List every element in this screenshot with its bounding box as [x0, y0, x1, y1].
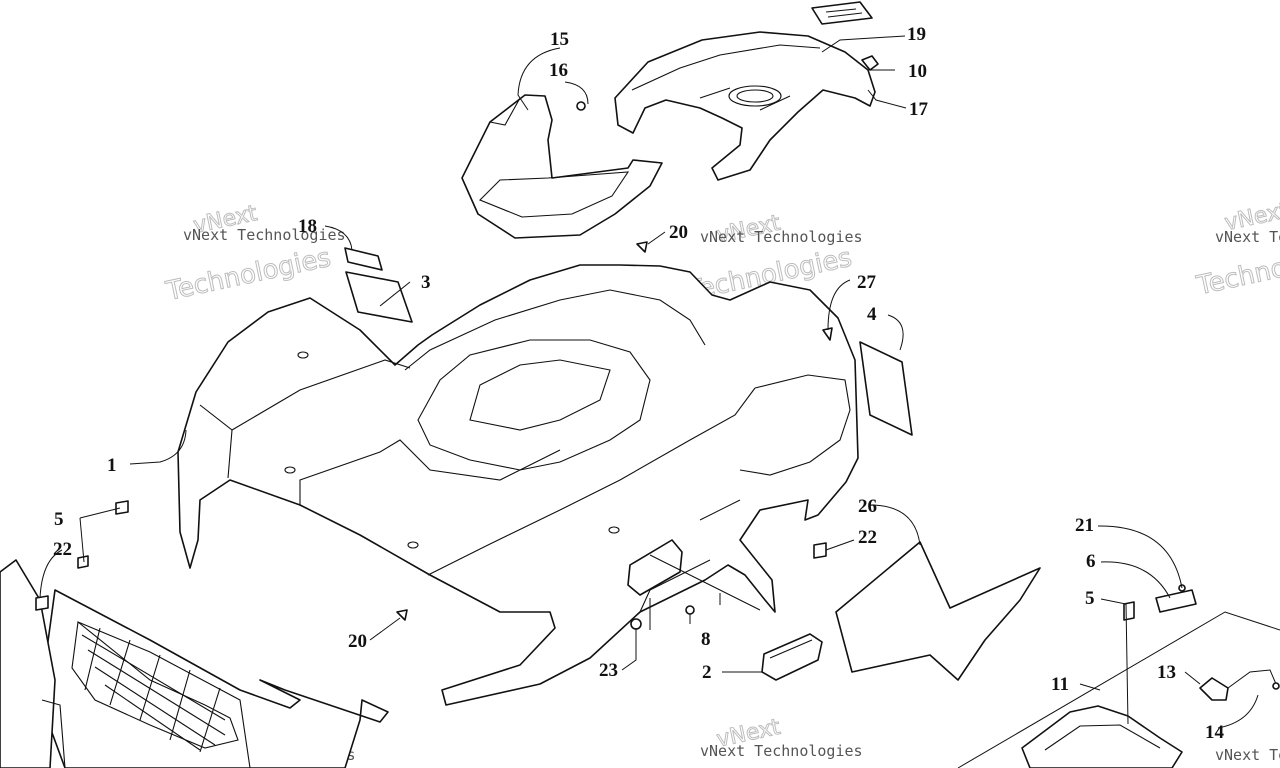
- watermark-text: vNext Technologies: [700, 742, 863, 760]
- callout-17: 17: [909, 99, 929, 120]
- callout-11: 11: [1051, 674, 1069, 695]
- watermark-left-top: vNext Technologies: [162, 200, 334, 307]
- part-rear-cover: [614, 31, 876, 181]
- part-bulb: [1199, 669, 1280, 701]
- callout-13: 13: [1157, 662, 1176, 683]
- callout-5: 5: [1085, 588, 1095, 609]
- callout-20: 20: [348, 631, 367, 652]
- part-decal-left: [344, 247, 413, 323]
- callout-5: 5: [54, 509, 64, 530]
- watermark-text: vNext Technologies: [1215, 746, 1280, 764]
- leader-lines: [39, 35, 1259, 729]
- callout-20: 20: [669, 222, 688, 243]
- callout-23: 23: [599, 660, 618, 681]
- callout-6: 6: [1086, 551, 1096, 572]
- callout-2: 2: [702, 662, 712, 683]
- callout-1: 1: [107, 455, 117, 476]
- watermark-text: vNext Technologies: [183, 226, 346, 244]
- watermark-text: Technologies: [1194, 237, 1280, 301]
- callout-22: 22: [53, 539, 72, 560]
- watermark-text: vNext Technologies: [700, 228, 863, 246]
- callout-15: 15: [550, 29, 569, 50]
- callout-18: 18: [298, 216, 317, 237]
- part-decal: [811, 1, 873, 25]
- callout-21: 21: [1075, 515, 1094, 536]
- part-reflector-housing: [627, 539, 683, 596]
- callout-27: 27: [857, 272, 877, 293]
- part-front-grille: [0, 559, 389, 768]
- part-front-fender: [177, 264, 859, 706]
- callout-8: 8: [701, 629, 711, 650]
- part-front-cover: [461, 94, 663, 239]
- watermark-text: Technologies: [163, 243, 334, 307]
- part-side-decal: [859, 341, 913, 436]
- callout-3: 3: [421, 272, 431, 293]
- callout-26: 26: [858, 496, 877, 517]
- callout-14: 14: [1205, 722, 1225, 743]
- callout-16: 16: [549, 60, 568, 81]
- part-fender-decal: [835, 541, 1041, 681]
- part-reflector: [761, 633, 823, 681]
- callout-22: 22: [858, 527, 877, 548]
- watermark-text: vNext Technologies: [1215, 228, 1280, 246]
- callout-4: 4: [867, 304, 877, 325]
- part-headlight-assembly: [957, 611, 1280, 768]
- callout-19: 19: [907, 24, 926, 45]
- callout-10: 10: [908, 61, 927, 82]
- callout-labels: 1 2 3 4 5 5 6 8 10 11 13 14 15 16 17 18 …: [53, 24, 1225, 743]
